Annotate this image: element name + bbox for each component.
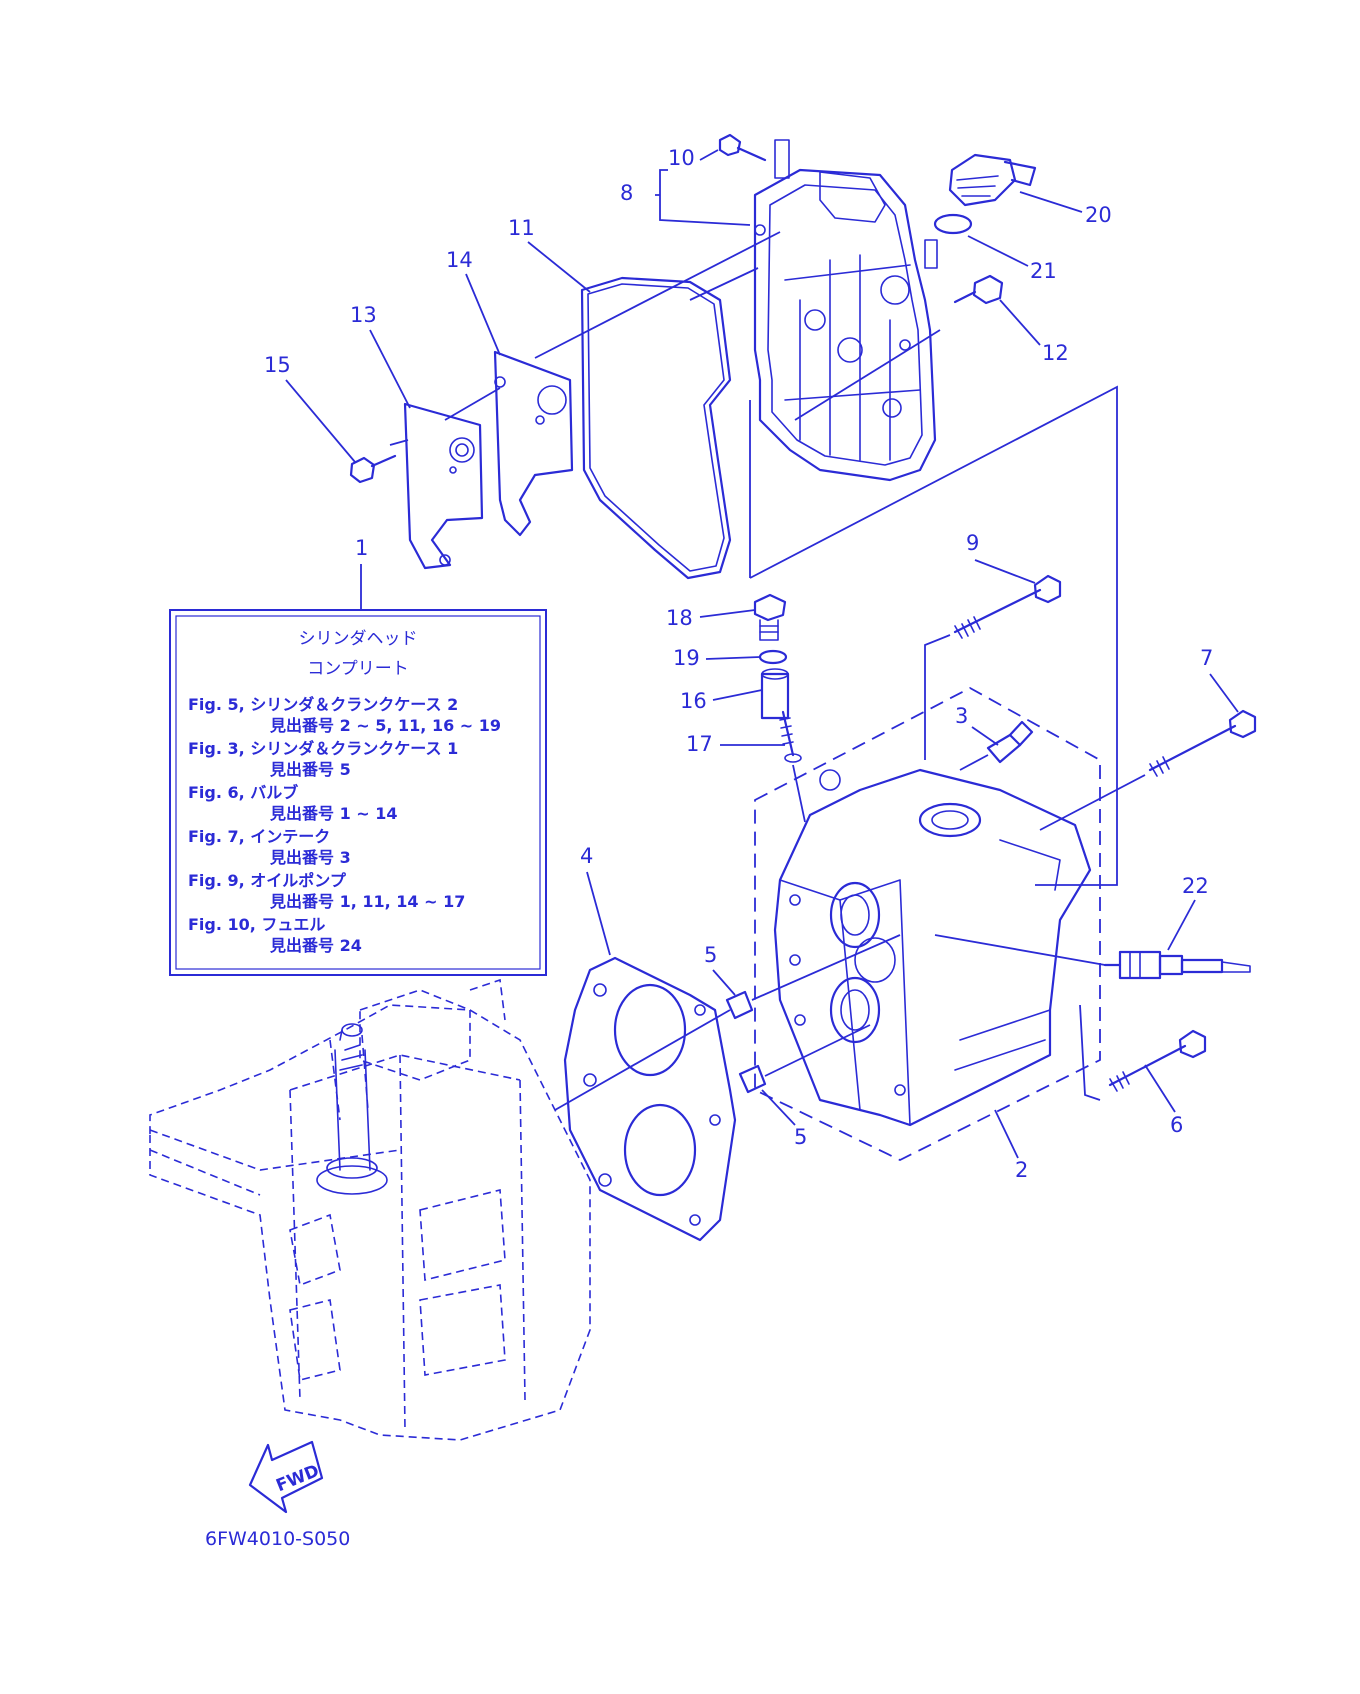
- drawing-code: 6FW4010-S050: [205, 1528, 350, 1550]
- callout-18: 18: [666, 606, 693, 630]
- cover-top-bolt: [718, 133, 767, 162]
- callout-11: 11: [508, 216, 535, 240]
- crankcase-block: [149, 978, 591, 1441]
- dowel-pin-lower: [738, 1064, 767, 1094]
- head-bolt-lower: [1108, 1029, 1207, 1092]
- breather-plate: [403, 402, 484, 570]
- spark-plug: [1103, 950, 1251, 980]
- head-bolt-side: [1148, 709, 1257, 777]
- head-bolt-long: [953, 574, 1062, 639]
- callout-21: 21: [1030, 259, 1057, 283]
- info-line: 見出番号 2 ~ 5, 11, 16 ~ 19: [269, 716, 501, 735]
- info-line: 見出番号 5: [269, 760, 351, 779]
- callout-14: 14: [446, 248, 473, 272]
- callout-labels: 10 8 20 21 12 11 14 13 15 1 9 18: [264, 146, 1239, 1182]
- info-line: 見出番号 3: [269, 848, 351, 867]
- stud: [779, 710, 802, 763]
- callout-3: 3: [955, 704, 968, 728]
- callout-22: 22: [1182, 874, 1209, 898]
- valve-cover: [753, 139, 938, 482]
- sleeve: [986, 720, 1034, 764]
- callout-8: 9: [966, 531, 979, 555]
- head-gasket: [563, 956, 737, 1242]
- plate-gasket: [493, 350, 574, 537]
- assembly-info-box: シリンダヘッド コンプリート Fig. 5, シリンダ＆クランクケース 2 見出…: [169, 609, 547, 976]
- plate-screw: [349, 454, 397, 484]
- cover-bolt: [953, 274, 1004, 305]
- info-line: Fig. 3, シリンダ＆クランクケース 1: [188, 739, 458, 758]
- info-line: 見出番号 24: [269, 936, 362, 955]
- info-line: 見出番号 1, 11, 14 ~ 17: [269, 892, 465, 911]
- cylinder-head: [773, 768, 1092, 1127]
- callout-20: 20: [1085, 203, 1112, 227]
- info-line: Fig. 9, オイルポンプ: [188, 871, 347, 890]
- callout-15: 15: [264, 353, 291, 377]
- callout-7: 7: [1200, 646, 1213, 670]
- callout-5-lower: 5: [794, 1125, 807, 1149]
- o-ring: [933, 213, 973, 235]
- plug-bolt: [753, 593, 787, 641]
- callout-13: 13: [350, 303, 377, 327]
- info-line: Fig. 7, インテーク: [188, 827, 330, 846]
- oil-filler-cap: [948, 153, 1037, 207]
- callout-10: 10: [668, 146, 695, 170]
- callout-9: 8: [620, 181, 633, 205]
- callout-17: 17: [686, 732, 713, 756]
- callout-4: 4: [580, 844, 593, 868]
- callout-19: 19: [673, 646, 700, 670]
- info-line: Fig. 10, フュエル: [188, 915, 325, 934]
- callout-1: 1: [355, 536, 368, 560]
- callout-5-upper: 5: [704, 943, 717, 967]
- info-title-line2: コンプリート: [307, 659, 409, 679]
- fwd-arrow-icon: FWD: [248, 1440, 324, 1514]
- dowel-pin-upper: [725, 990, 754, 1020]
- callout-2: 2: [1015, 1158, 1028, 1182]
- info-line: Fig. 5, シリンダ＆クランクケース 2: [188, 695, 458, 714]
- collar: [760, 668, 790, 720]
- callout-6: 6: [1170, 1113, 1183, 1137]
- info-title-line1: シリンダヘッド: [299, 629, 418, 649]
- cover-gasket: [580, 276, 732, 580]
- callout-16: 16: [680, 689, 707, 713]
- plug-o-ring: [758, 649, 788, 665]
- info-line: Fig. 6, バルブ: [188, 783, 298, 802]
- callout-12: 12: [1042, 341, 1069, 365]
- info-line: 見出番号 1 ~ 14: [269, 804, 398, 823]
